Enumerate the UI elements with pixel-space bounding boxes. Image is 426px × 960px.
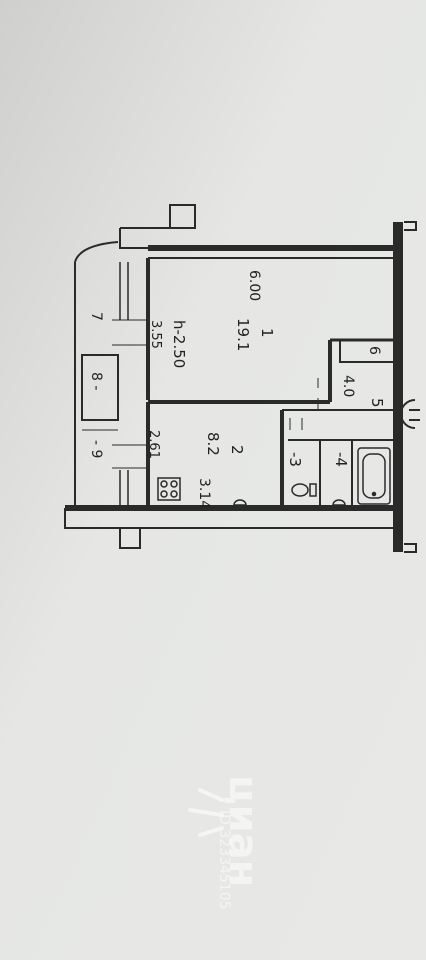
watermark-brand: циан bbox=[220, 775, 266, 887]
plan-labels: 6.00 1 19.1 h-2.50 3.55 2 8.2 2.61 3.14 … bbox=[88, 270, 386, 509]
room-2-number: 2 bbox=[228, 445, 246, 455]
room-1-number: 1 bbox=[258, 328, 276, 338]
plan-walls bbox=[64, 204, 420, 553]
room-9-label: - 9 bbox=[88, 440, 104, 458]
stove-icon bbox=[157, 477, 181, 501]
cian-logo-icon bbox=[188, 788, 224, 837]
room-7-label: 7 bbox=[88, 312, 104, 321]
sink-icon bbox=[233, 499, 346, 506]
room-3-label: -3 bbox=[286, 452, 304, 467]
room-2-width: 3.14 bbox=[196, 478, 212, 509]
room-1-width: 6.00 bbox=[246, 270, 262, 301]
room-2-area: 8.2 bbox=[204, 432, 222, 456]
watermark-id: ID 323345105 bbox=[216, 810, 232, 910]
room-5-label: 5 bbox=[368, 398, 386, 408]
toilet-icon bbox=[291, 483, 317, 497]
room-1-area: 19.1 bbox=[234, 318, 252, 351]
bathtub-icon bbox=[357, 447, 391, 505]
room-1-ceiling-height: h-2.50 bbox=[170, 320, 188, 368]
room-5-area: 4.0 bbox=[340, 375, 356, 397]
room-2-length: 2.61 bbox=[146, 430, 161, 459]
room-6-label: 6 bbox=[366, 346, 382, 355]
room-4-label: -4 bbox=[332, 452, 350, 467]
watermark: циан ID 323345105 bbox=[188, 775, 266, 910]
room-8-label: 8 - bbox=[88, 372, 104, 390]
room-1-depth: 3.55 bbox=[148, 320, 163, 349]
